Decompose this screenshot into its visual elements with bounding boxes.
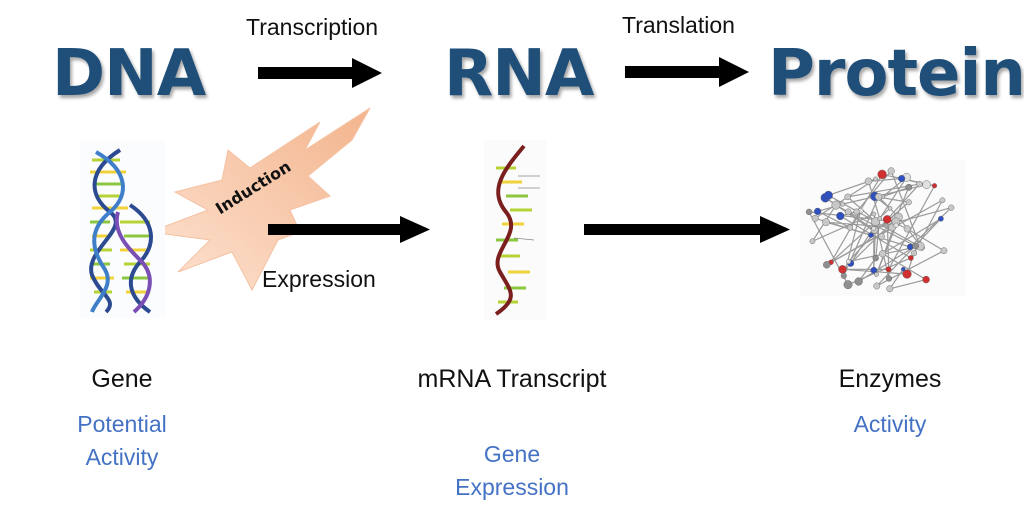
protein-structure-image xyxy=(800,160,966,296)
expression-label: Expression xyxy=(262,266,376,292)
dna-heading: DNA xyxy=(52,37,206,111)
enzymes-subcaption: Activity xyxy=(810,408,970,441)
mrna-to-enzyme-arrow xyxy=(584,216,790,243)
induction-burst xyxy=(149,107,371,292)
gene-subcaption: Potential Activity xyxy=(42,408,202,475)
translation-arrow xyxy=(625,57,749,87)
expression-arrow xyxy=(268,216,430,243)
enzymes-subcaption-line-1: Activity xyxy=(853,411,927,437)
mrna-strand-image xyxy=(484,140,546,320)
transcription-arrow xyxy=(258,58,382,88)
mrna-subcaption-line-2: Expression xyxy=(455,474,569,501)
mrna-subcaption: Gene Expression xyxy=(432,438,592,505)
translation-label: Translation xyxy=(622,12,735,38)
gene-subcaption-line-1: Potential xyxy=(77,411,167,437)
enzymes-caption: Enzymes xyxy=(838,365,942,393)
protein-heading: Protein xyxy=(768,37,1024,111)
mrna-caption: mRNA Transcript xyxy=(417,365,607,393)
transcription-label: Transcription xyxy=(246,14,379,40)
mrna-subcaption-line-1: Gene xyxy=(483,441,541,467)
gene-caption: Gene xyxy=(91,365,153,393)
gene-subcaption-line-2: Activity xyxy=(85,444,159,471)
rna-heading: RNA xyxy=(444,37,594,111)
dna-helix-image xyxy=(80,140,165,318)
